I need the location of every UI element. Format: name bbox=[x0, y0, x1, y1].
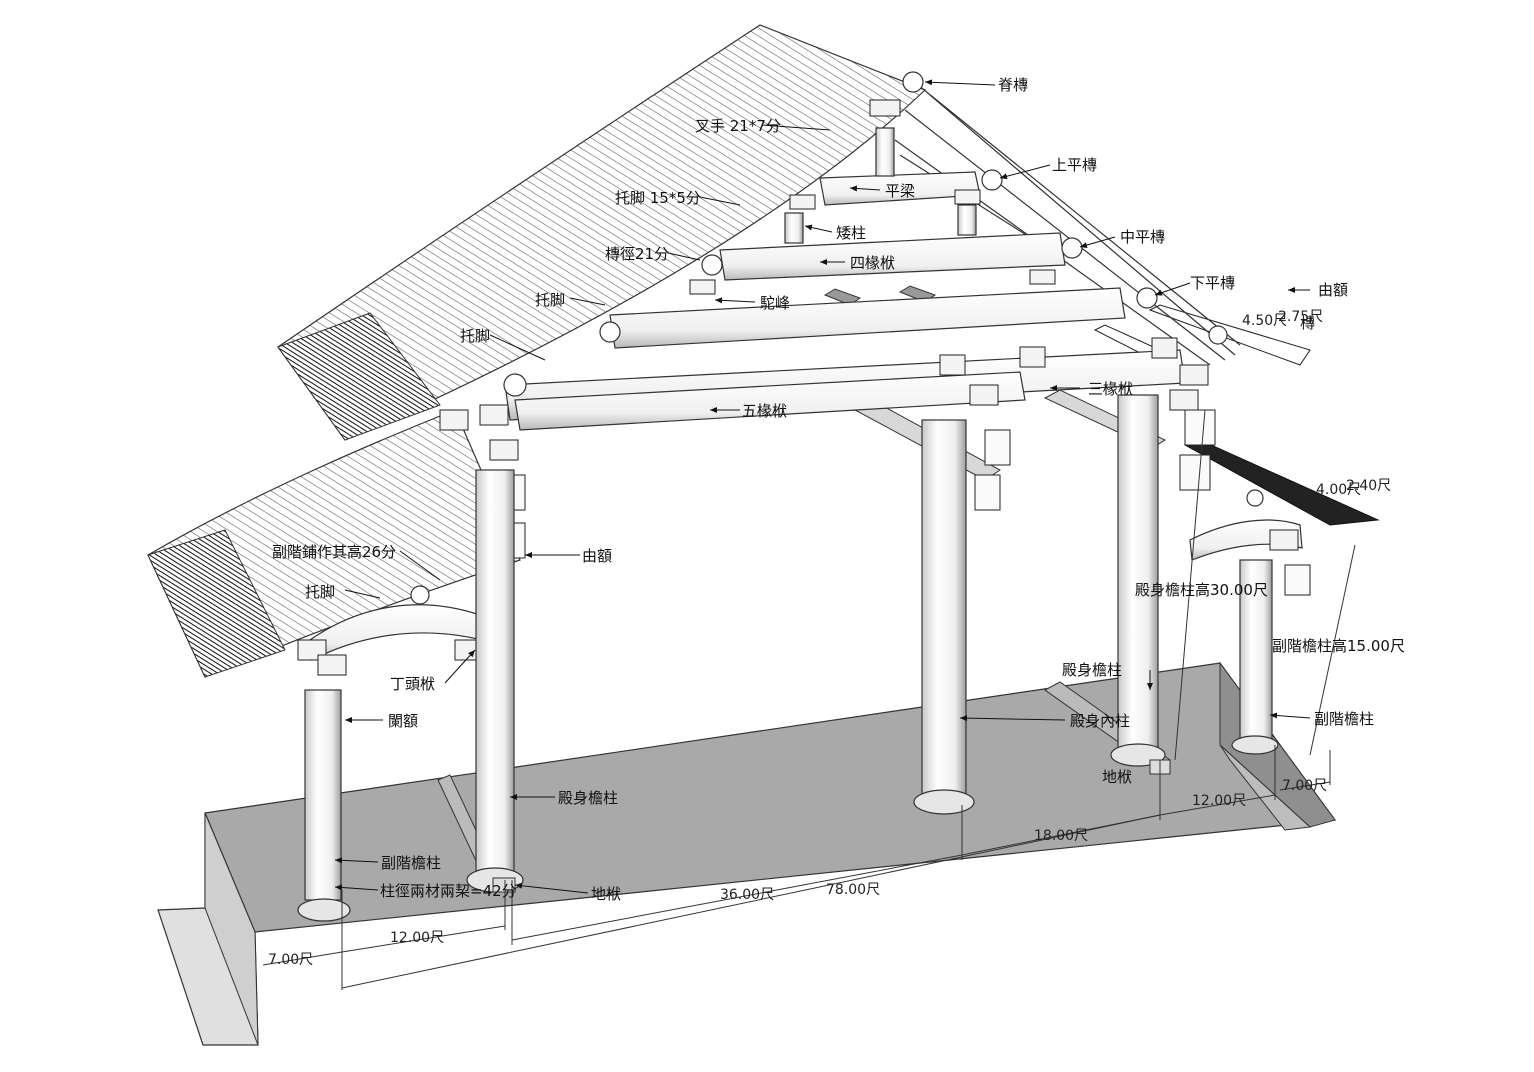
main-eave-column-right bbox=[1117, 394, 1159, 751]
dim-eave-offset-lower-2: 2.40尺 bbox=[1346, 478, 1391, 494]
label-middle-purlin: 中平槫 bbox=[1120, 228, 1165, 246]
leader-lines bbox=[334, 79, 1311, 894]
labels: 脊槫 上平槫 中平槫 下平槫 由額 平梁 矮柱 四椽栿 駝峰 三椽栿 五椽栿 叉… bbox=[272, 76, 1405, 903]
dim-total-depth: 78.00尺 bbox=[826, 882, 880, 898]
label-main-inner-column: 殿身內柱 bbox=[1070, 712, 1130, 730]
dim-left-bay: 12.00尺 bbox=[390, 930, 444, 946]
label-peristyle-column-right: 副階檐柱 bbox=[1314, 710, 1374, 728]
label-peristyle-column-height: 副階檐柱高15.00尺 bbox=[1272, 637, 1405, 655]
label-tuojiao-2: 托脚 bbox=[460, 327, 490, 345]
label-tuojiao-upper: 托脚 15*5分 bbox=[615, 189, 701, 207]
label-architrave-right: 由額 bbox=[1318, 281, 1348, 299]
label-flat-beam: 平梁 bbox=[885, 182, 915, 200]
peristyle-column-left bbox=[304, 689, 342, 901]
label-purlin-right: 槫 bbox=[1300, 314, 1315, 332]
label-four-rafter-beam: 四椽栿 bbox=[850, 254, 895, 272]
dim-left-peristyle: 7.00尺 bbox=[268, 952, 313, 968]
label-main-eave-column-left: 殿身檐柱 bbox=[558, 789, 618, 807]
label-ground-beam-left: 地栿 bbox=[591, 885, 621, 903]
main-inner-column bbox=[921, 419, 967, 796]
label-column-diameter: 柱徑兩材兩栔=42分 bbox=[380, 882, 517, 900]
beams bbox=[309, 171, 1303, 661]
dimension-labels: 7.00尺 12.00尺 36.00尺 78.00尺 18.00尺 12.00尺… bbox=[268, 309, 1391, 968]
dim-eave-offset-lower: 4.00尺 bbox=[1316, 482, 1361, 498]
dim-eave-offset-upper: 4.50尺 bbox=[1242, 313, 1287, 329]
label-three-rafter-beam: 三椽栿 bbox=[1088, 380, 1133, 398]
label-main-eave-column-right: 殿身檐柱 bbox=[1062, 661, 1122, 679]
dim-right-inner-bay: 18.00尺 bbox=[1034, 828, 1088, 844]
label-ridge-purlin: 脊槫 bbox=[998, 76, 1028, 94]
label-camel-hump: 駝峰 bbox=[760, 294, 790, 312]
columns bbox=[297, 394, 1279, 922]
label-lower-purlin: 下平槫 bbox=[1190, 274, 1235, 292]
bracket-sets bbox=[297, 99, 1311, 726]
right-eaves bbox=[1093, 304, 1380, 526]
label-tuojiao-3: 托脚 bbox=[305, 583, 335, 601]
label-main-column-height: 殿身檐柱高30.00尺 bbox=[1135, 581, 1268, 599]
label-upper-purlin: 上平槫 bbox=[1052, 156, 1097, 174]
dim-eave-offset-upper-2: 2.75尺 bbox=[1278, 309, 1323, 325]
label-five-rafter-beam: 五椽栿 bbox=[742, 402, 787, 420]
label-purlin-diameter: 槫徑21分 bbox=[605, 245, 669, 263]
label-dingtou-beam: 丁頭栿 bbox=[390, 675, 435, 693]
label-architrave-left: 由額 bbox=[582, 547, 612, 565]
main-eave-column-left bbox=[475, 469, 515, 876]
lower-roof-left bbox=[147, 409, 521, 678]
label-peristyle-column-left: 副階檐柱 bbox=[381, 854, 441, 872]
label-tuojiao-1: 托脚 bbox=[535, 291, 565, 309]
dimension-lines bbox=[262, 409, 1356, 990]
short-posts bbox=[784, 127, 977, 244]
label-ground-beam-right: 地栿 bbox=[1102, 768, 1132, 786]
dim-right-peristyle: 7.00尺 bbox=[1282, 778, 1327, 794]
label-short-post: 矮柱 bbox=[836, 224, 866, 242]
label-lan-e: 闌額 bbox=[388, 712, 418, 730]
label-diagonal-brace: 叉手 21*7分 bbox=[695, 117, 781, 135]
label-bracket-height: 副階鋪作其高26分 bbox=[272, 543, 396, 561]
dim-right-bay: 12.00尺 bbox=[1192, 793, 1246, 809]
dim-inner-span: 36.00尺 bbox=[720, 887, 774, 903]
peristyle-column-right bbox=[1239, 559, 1273, 741]
